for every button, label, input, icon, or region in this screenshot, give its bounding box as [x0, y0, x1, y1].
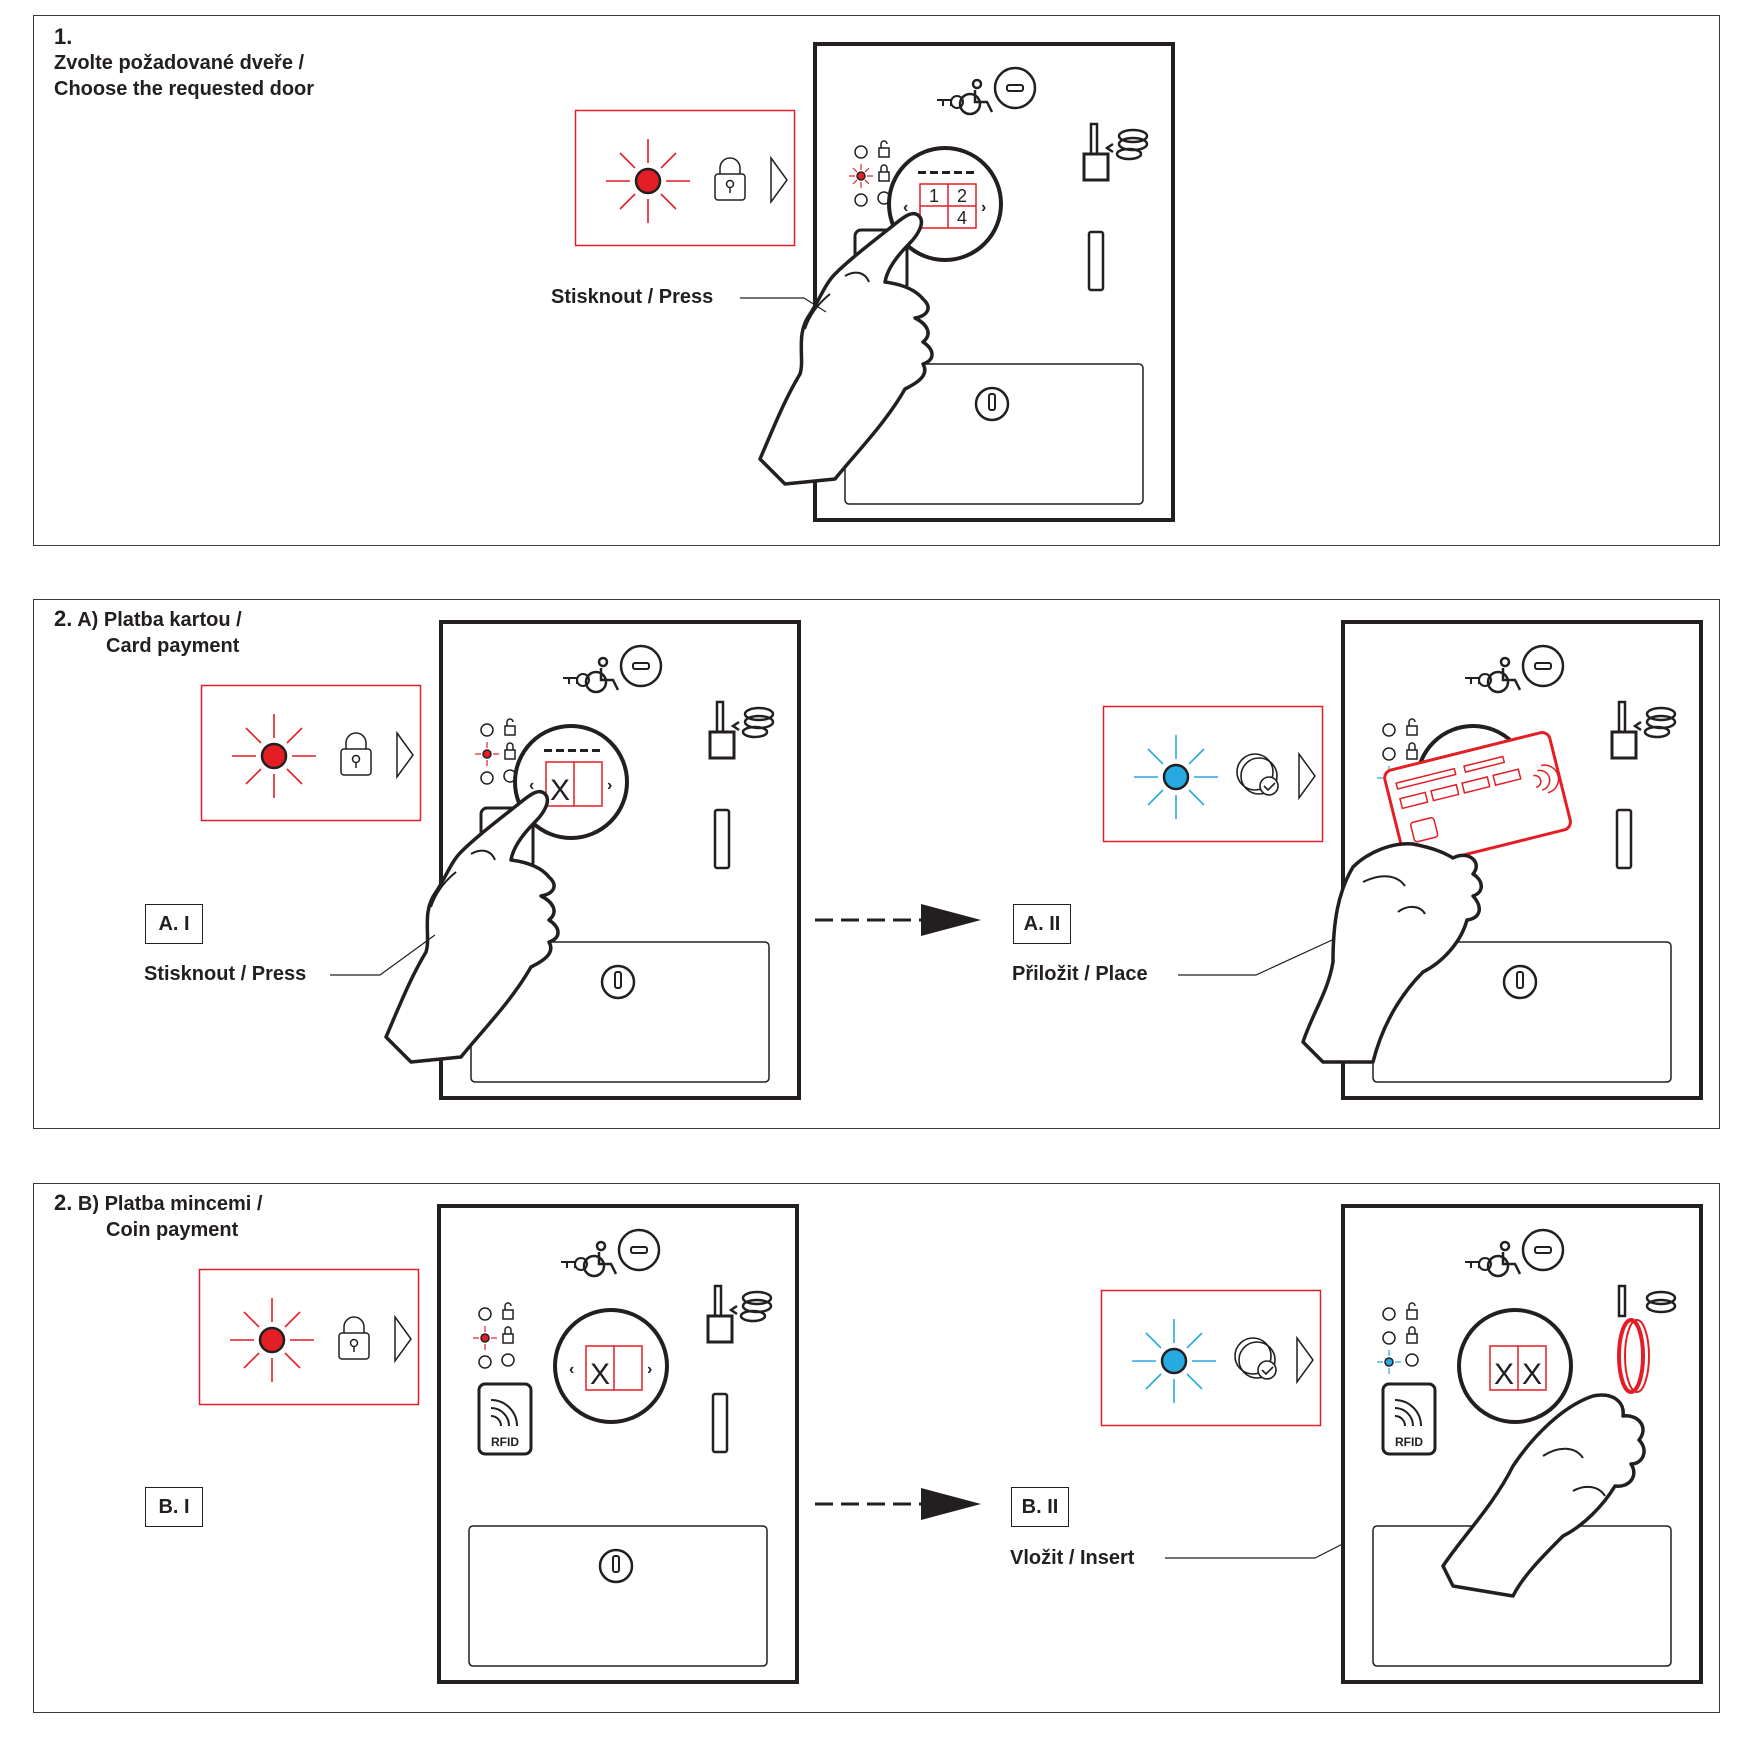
- locker-terminal: X ‹ › RFID: [437, 1204, 799, 1684]
- step-tag-b1: B. I: [145, 1487, 203, 1527]
- action-place-label: Přiložit / Place: [1012, 963, 1148, 985]
- svg-text:X: X: [550, 774, 570, 807]
- title-cz: B) Platba mincemi /: [77, 1193, 263, 1215]
- action-press-label: Stisknout / Press: [551, 286, 714, 308]
- action-press-label: Stisknout / Press: [144, 963, 307, 985]
- chevron-right-icon: [770, 155, 788, 205]
- minus-circle-icon: [993, 66, 1037, 110]
- lock-icon: [338, 1316, 370, 1360]
- led-red-icon: [606, 139, 690, 223]
- svg-text:›: ›: [607, 777, 612, 794]
- coin-check-icon: [1234, 1337, 1277, 1380]
- svg-text:X: X: [1522, 1358, 1542, 1391]
- svg-text:›: ›: [981, 199, 986, 216]
- key-2: 2: [957, 186, 967, 206]
- indicator-box-red-lock: [200, 684, 422, 822]
- step-tag-b2: B. II: [1011, 1487, 1069, 1527]
- step-number: 2.: [54, 1190, 73, 1215]
- svg-text:RFID: RFID: [491, 1435, 519, 1449]
- lock-icon: [714, 157, 746, 201]
- key-1: 1: [929, 186, 939, 206]
- locker-terminal: 1 2 4 ‹ ›: [758, 42, 1175, 522]
- svg-text:X: X: [590, 1358, 610, 1391]
- svg-text:‹: ‹: [903, 199, 908, 216]
- keyhole-icon: [974, 386, 1010, 422]
- locker-terminal: [1301, 620, 1703, 1100]
- step-2a-title: 2. A) Platba kartou / Card payment: [54, 606, 242, 659]
- svg-text:X: X: [1494, 1358, 1514, 1391]
- status-leds: [849, 140, 891, 207]
- step-1-title: 1. Zvolte požadované dveře / Choose the …: [54, 24, 314, 102]
- locker-terminal: X ‹ ›: [384, 620, 801, 1100]
- hand-pointing-icon: [384, 789, 560, 1064]
- coin-check-icon: [1236, 753, 1279, 796]
- hand-inserting-icon: [1441, 1393, 1646, 1598]
- hand-holding-icon: [1301, 842, 1483, 1064]
- step-2b-title: 2. B) Platba mincemi / Coin payment: [54, 1190, 262, 1243]
- payment-card-icon: [1383, 731, 1572, 869]
- dashed-arrow: [815, 904, 981, 936]
- key-4: 4: [957, 208, 967, 228]
- locker-terminal: X X RFID: [1341, 1204, 1703, 1684]
- indicator-box-blue-coin: [1102, 705, 1324, 843]
- coin-icon: [1617, 1318, 1650, 1394]
- step-tag-a2: A. II: [1013, 904, 1071, 944]
- coin-slot: [1082, 122, 1149, 292]
- rfid-reader-icon: RFID: [1381, 1382, 1437, 1456]
- indicator-box-red-lock: [574, 109, 796, 247]
- indicator-box-blue-coin: [1100, 1289, 1322, 1427]
- lock-icon: [340, 732, 372, 776]
- svg-text:‹: ‹: [529, 777, 534, 794]
- indicator-box-red-lock: [198, 1268, 420, 1406]
- leader-line: [1178, 934, 1344, 976]
- title-en: Coin payment: [106, 1219, 239, 1241]
- step-tag-a1: A. I: [145, 904, 203, 944]
- step-number: 2.: [54, 606, 73, 631]
- svg-text:›: ›: [647, 1361, 652, 1378]
- key-icon: [937, 95, 964, 109]
- leader-line: [330, 934, 436, 976]
- dashed-arrow: [815, 1488, 981, 1520]
- action-insert-label: Vložit / Insert: [1010, 1547, 1135, 1569]
- step-number: 1.: [54, 24, 73, 49]
- title-en: Card payment: [106, 635, 240, 657]
- leader-line: [740, 297, 827, 313]
- title-en: Choose the requested door: [54, 78, 315, 100]
- wheelchair-icon: [958, 78, 994, 116]
- hand-pointing-icon: [758, 211, 934, 486]
- title-cz: Zvolte požadované dveře /: [54, 52, 305, 74]
- title-cz: A) Platba kartou /: [77, 609, 242, 631]
- svg-text:‹: ‹: [569, 1361, 574, 1378]
- rfid-reader-icon: RFID: [477, 1382, 533, 1456]
- svg-text:RFID: RFID: [1395, 1435, 1423, 1449]
